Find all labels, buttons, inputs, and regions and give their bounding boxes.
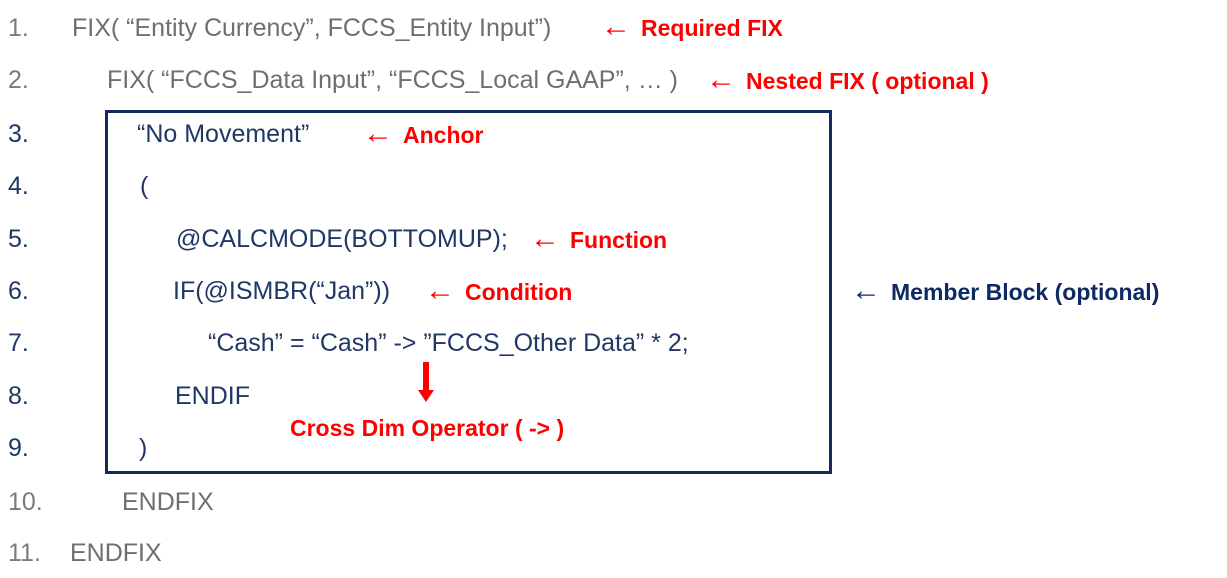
code-line-3-text: “No Movement” bbox=[137, 120, 310, 148]
annotation-function: ← Function bbox=[530, 223, 667, 257]
line-number-6: 6. bbox=[8, 277, 29, 305]
line-number-8: 8. bbox=[8, 382, 29, 410]
code-line-10-text: ENDFIX bbox=[122, 488, 214, 516]
annotation-required-fix: ← Required FIX bbox=[601, 11, 783, 45]
line-number-3: 3. bbox=[8, 120, 29, 148]
annotation-anchor: ← Anchor bbox=[363, 118, 484, 152]
arrow-left-icon: ← bbox=[530, 222, 560, 255]
code-line-7: “Cash” = “Cash” -> ”FCCS_Other Data” * 2… bbox=[208, 323, 689, 363]
annotation-function-label: Function bbox=[570, 227, 668, 253]
annotation-condition: ← Condition bbox=[425, 275, 572, 309]
code-line-7-text: “Cash” = “Cash” -> ”FCCS_Other Data” * 2… bbox=[208, 329, 689, 357]
code-line-5-text: @CALCMODE(BOTTOMUP); bbox=[176, 225, 508, 253]
line-number-1: 1. bbox=[8, 14, 29, 42]
code-line-9-text: ) bbox=[139, 434, 148, 462]
code-line-8: ENDIF bbox=[175, 376, 250, 416]
code-line-2: FIX( “FCCS_Data Input”, “FCCS_Local GAAP… bbox=[107, 60, 678, 100]
line-number-9: 9. bbox=[8, 434, 29, 462]
code-line-1: FIX( “Entity Currency”, FCCS_Entity Inpu… bbox=[72, 8, 551, 48]
code-line-11: ENDFIX bbox=[70, 533, 162, 573]
line-number-2: 2. bbox=[8, 66, 29, 94]
arrow-left-icon: ← bbox=[851, 274, 881, 307]
code-line-4-text: ( bbox=[140, 172, 149, 200]
annotation-cross-dim-operator-label: Cross Dim Operator ( -> ) bbox=[290, 415, 565, 441]
annotation-nested-fix: ← Nested FIX ( optional ) bbox=[706, 64, 989, 98]
line-number-5: 5. bbox=[8, 225, 29, 253]
annotation-member-block-label: Member Block (optional) bbox=[891, 279, 1160, 305]
line-number-10: 10. bbox=[8, 488, 43, 516]
code-line-6-text: IF(@ISMBR(“Jan”)) bbox=[173, 277, 391, 305]
annotation-nested-fix-label: Nested FIX ( optional ) bbox=[746, 68, 989, 94]
code-line-11-text: ENDFIX bbox=[70, 539, 162, 567]
annotation-cross-dim-operator: Cross Dim Operator ( -> ) bbox=[290, 411, 564, 445]
annotation-member-block: ← Member Block (optional) bbox=[851, 275, 1159, 309]
code-line-2-text: FIX( “FCCS_Data Input”, “FCCS_Local GAAP… bbox=[107, 66, 678, 94]
code-line-5: @CALCMODE(BOTTOMUP); bbox=[176, 219, 508, 259]
arrow-left-icon: ← bbox=[363, 117, 393, 150]
code-line-4: ( bbox=[140, 166, 148, 206]
line-number-7: 7. bbox=[8, 329, 29, 357]
code-line-3: “No Movement” bbox=[137, 114, 309, 154]
code-line-9: ) bbox=[139, 428, 147, 468]
member-block-outline bbox=[105, 110, 832, 474]
arrow-left-icon: ← bbox=[601, 10, 631, 43]
annotation-condition-label: Condition bbox=[465, 279, 573, 305]
line-number-4: 4. bbox=[8, 172, 29, 200]
line-number-11: 11. bbox=[8, 539, 41, 567]
annotation-anchor-label: Anchor bbox=[403, 122, 484, 148]
arrow-down-icon bbox=[413, 360, 439, 404]
code-line-6: IF(@ISMBR(“Jan”)) bbox=[173, 271, 390, 311]
code-line-10: ENDFIX bbox=[122, 482, 214, 522]
annotation-required-fix-label: Required FIX bbox=[641, 15, 783, 41]
code-line-1-text: FIX( “Entity Currency”, FCCS_Entity Inpu… bbox=[72, 14, 552, 42]
arrow-left-icon: ← bbox=[425, 274, 455, 307]
arrow-left-icon: ← bbox=[706, 63, 736, 96]
code-line-8-text: ENDIF bbox=[175, 382, 250, 410]
